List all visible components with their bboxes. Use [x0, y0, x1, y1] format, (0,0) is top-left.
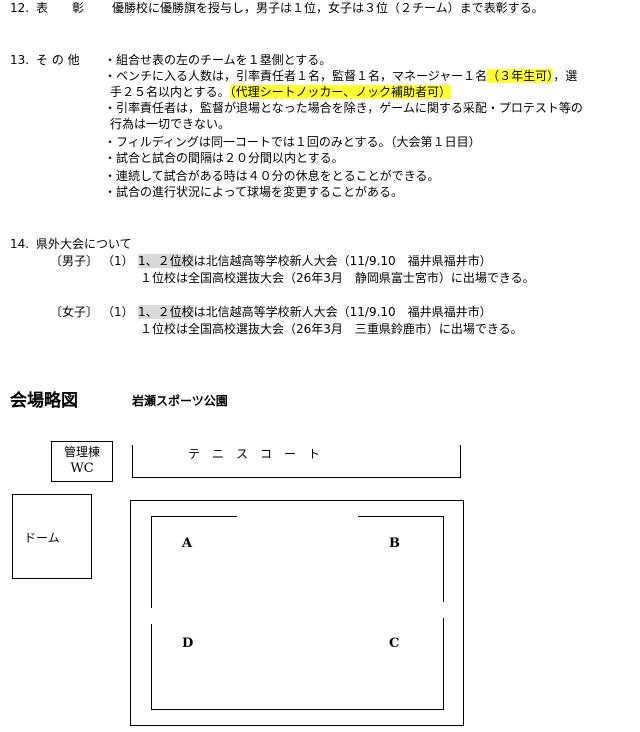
- wc-label: WC: [70, 461, 94, 476]
- boys-line-2: １位校は全国高校選抜大会（26年3月 静岡県富士宮市）に出場できる。: [140, 271, 535, 285]
- highlight-substitute: （代理シートノッカー、ノック補助者可）: [229, 85, 452, 99]
- field-d-label: D: [182, 636, 194, 651]
- admin-building: [51, 441, 113, 482]
- rule-text: ，選: [553, 69, 578, 83]
- rule-line: ・試合と試合の間隔は２０分間以内とする。: [104, 151, 344, 165]
- section-14-number: 14.: [10, 237, 30, 251]
- rule-line: ・連続して試合がある時は４０分の休息をとることができる。: [104, 169, 440, 183]
- girls-line-1: 1、２位校は北信越高等学校新人大会（11/9.10 福井県福井市）: [138, 304, 492, 320]
- field-a-label: A: [182, 536, 193, 551]
- girls-rank-grey: 1、２位校: [138, 305, 194, 319]
- field-frame-top-left: [151, 516, 237, 517]
- field-frame-left-upper: [151, 516, 152, 608]
- highlight-third-year: （３年生可）: [487, 69, 554, 83]
- boys-tournament: は北信越高等学校新人大会（11/9.10 福井県福井市）: [193, 254, 492, 268]
- baseball-grounds: [130, 500, 464, 726]
- rule-text: 手２５名以内とする。: [110, 85, 230, 99]
- field-frame-right-upper: [443, 516, 444, 602]
- field-frame-right-lower: [443, 618, 444, 710]
- rule-line: 手２５名以内とする。（代理シートノッカー、ノック補助者可）: [110, 84, 452, 100]
- tennis-court-right-edge: [460, 445, 461, 478]
- girls-item-number: （1）: [102, 305, 134, 319]
- section-14-title: 県外大会について: [36, 237, 132, 251]
- section-13-title: そ の 他: [36, 53, 80, 67]
- girls-line-2: １位校は全国高校選抜大会（26年3月 三重県鈴鹿市）に出場できる。: [140, 322, 523, 336]
- field-frame-left-lower: [151, 624, 152, 710]
- rule-line: ・ベンチに入る人数は，引率責任者１名，監督１名，マネージャー１名（３年生可），選: [104, 68, 577, 84]
- admin-building-label: 管理棟: [63, 445, 100, 459]
- boys-label: 〔男子〕: [50, 254, 99, 268]
- section-12-text: 優勝校に優勝旗を授与し，男子は１位，女子は３位（２チーム）まで表彰する。: [112, 1, 544, 15]
- field-b-label: B: [389, 536, 400, 551]
- rule-line: ・試合の進行状況によって球場を変更することがある。: [104, 185, 404, 199]
- dome: [12, 494, 92, 579]
- girls-label: 〔女子〕: [50, 305, 99, 319]
- tennis-court-bottom-edge: [132, 477, 461, 478]
- rule-line: ・フィルディングは同一コートでは１回のみとする。（大会第１日目）: [104, 135, 481, 149]
- boys-item-number: （1）: [102, 254, 134, 268]
- field-frame-bottom: [151, 709, 444, 710]
- boys-rank-grey: 1、２位校: [138, 254, 194, 268]
- park-name: 岩瀬スポーツ公園: [132, 394, 228, 408]
- dome-label: ドーム: [24, 531, 60, 545]
- rule-line: ・組合せ表の左のチームを１塁側とする。: [104, 53, 332, 67]
- section-13-number: 13.: [10, 53, 30, 67]
- section-12-title: 表 彰: [36, 1, 85, 15]
- rule-text: ・ベンチに入る人数は，引率責任者１名，監督１名，マネージャー１名: [104, 69, 488, 83]
- field-c-label: C: [389, 636, 400, 651]
- tennis-court-left-edge: [132, 445, 133, 478]
- field-frame-top-right: [358, 516, 444, 517]
- map-heading: 会場略図: [10, 391, 78, 411]
- rule-line: 行為は一切できない。: [110, 117, 231, 131]
- section-12-number: 12.: [10, 1, 30, 15]
- rule-line: ・引率責任者は，監督が退場となった場合を除き，ゲームに関する采配・プロテスト等の: [104, 101, 583, 115]
- boys-line-1: 1、２位校は北信越高等学校新人大会（11/9.10 福井県福井市）: [138, 253, 492, 269]
- tennis-court-label: テ ニ ス コ ー ト: [188, 447, 321, 461]
- girls-tournament: は北信越高等学校新人大会（11/9.10 福井県福井市）: [193, 305, 492, 319]
